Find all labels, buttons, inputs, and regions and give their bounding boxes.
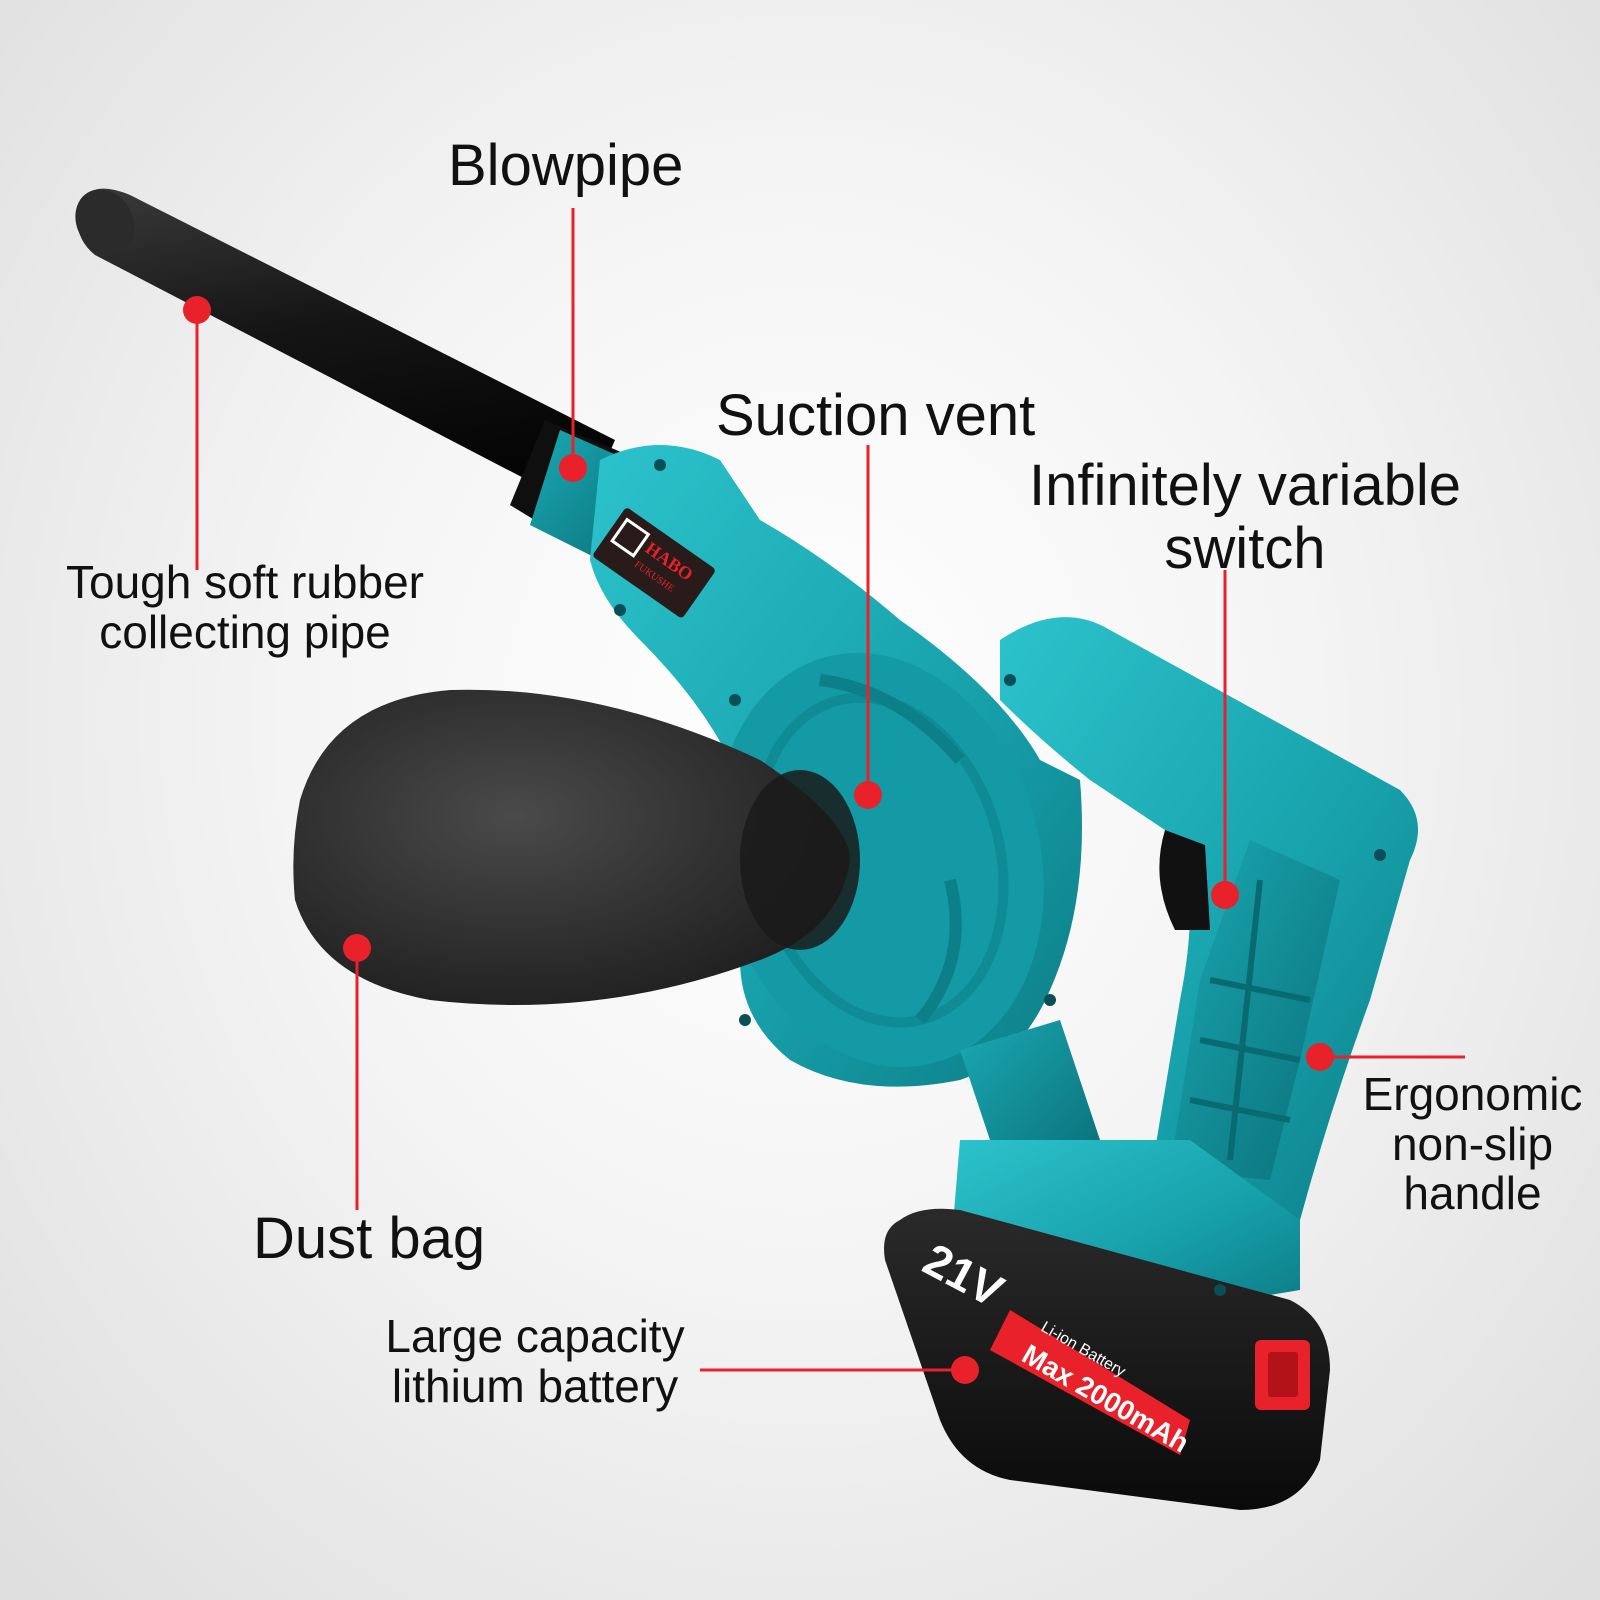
body-neck — [960, 1020, 1100, 1170]
battery: 21V Li-ion Battery Max 2000mAh — [884, 1208, 1330, 1510]
label-rubber-pipe-line2: collecting pipe — [99, 605, 391, 658]
label-handle-line1: Ergonomic — [1362, 1068, 1583, 1120]
dot-handle — [1306, 1043, 1334, 1071]
dot-battery — [951, 1356, 979, 1384]
label-suction-vent: Suction vent — [716, 383, 1036, 448]
dot-dust-bag — [343, 934, 371, 962]
label-switch-line2: switch — [1164, 515, 1326, 581]
dust-bag-shape — [293, 689, 850, 1005]
fan-vane-1 — [819, 674, 965, 764]
dot-switch — [1211, 881, 1239, 909]
dust-bag-neck — [740, 770, 860, 950]
label-battery-line1: Large capacity — [385, 1310, 685, 1362]
dot-blowpipe — [559, 454, 587, 482]
marker-dots — [183, 296, 1334, 1384]
label-switch-line1: Infinitely variable — [1029, 453, 1461, 518]
label-rubber-pipe-line1: Tough soft rubber — [65, 556, 424, 608]
blowpipe-mouth — [75, 189, 135, 255]
label-blowpipe: Blowpipe — [448, 133, 684, 198]
label-handle-line2: non-slip — [1391, 1117, 1554, 1170]
battery-label-band — [990, 1310, 1190, 1455]
label-rubber-pipe: Tough soft rubber collecting pipe — [35, 556, 455, 658]
dot-suction-vent — [854, 781, 882, 809]
brand-plate: HABO FUKUSHE — [593, 508, 715, 618]
label-handle-line3: handle — [1403, 1167, 1542, 1220]
label-handle: Ergonomic non-slip handle — [1350, 1068, 1595, 1220]
handle-grip — [1170, 840, 1340, 1180]
battery-body — [884, 1208, 1330, 1510]
label-battery-line2: lithium battery — [391, 1359, 679, 1412]
blowpipe-shape — [77, 188, 616, 511]
fan-vane-2 — [915, 878, 962, 1024]
switch-trigger — [1159, 830, 1210, 930]
leader-lines — [195, 208, 1465, 1372]
label-dust-bag: Dust bag — [253, 1206, 486, 1271]
dot-rubber-pipe — [183, 296, 211, 324]
brand-logo-icon — [610, 517, 651, 558]
handle-grip-lines — [1189, 879, 1311, 1161]
label-switch: Infinitely variable switch — [995, 453, 1495, 581]
label-battery: Large capacity lithium battery — [355, 1310, 715, 1412]
